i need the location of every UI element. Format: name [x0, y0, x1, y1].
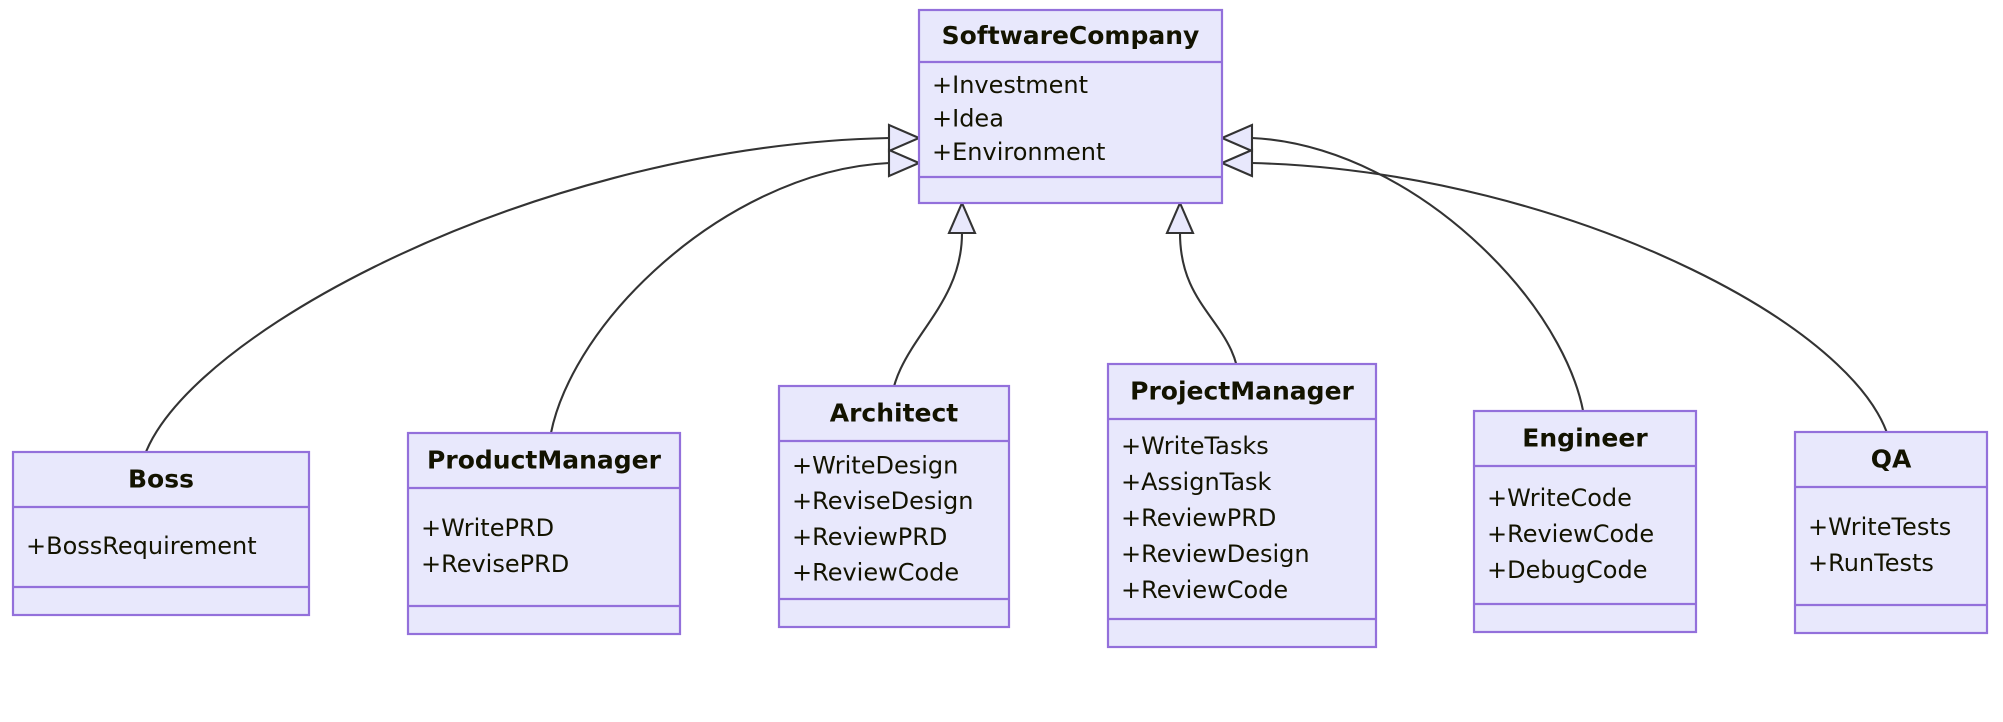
class-box-frame: [1472, 409, 1698, 634]
inheritance-arrowhead-icon: [887, 123, 922, 153]
class-box-product-manager[interactable]: ProductManager +WritePRD +RevisePRD: [406, 431, 682, 636]
class-attribute: +ReviewDesign: [1121, 540, 1310, 568]
class-attribute: +BossRequirement: [26, 532, 257, 560]
class-attribute: +Environment: [932, 138, 1105, 166]
class-attribute: +Idea: [932, 105, 1004, 133]
class-attribute: +Investment: [932, 71, 1088, 99]
class-box-frame: [1106, 362, 1378, 649]
class-box-frame: [406, 431, 682, 636]
class-box-boss[interactable]: Boss +BossRequirement: [11, 450, 311, 617]
inheritance-arrowhead-icon: [1165, 200, 1195, 235]
inheritance-edge-boss-to-software-company: [138, 123, 922, 481]
class-attribute: +WriteCode: [1487, 484, 1632, 512]
class-attribute: +ReviewPRD: [1121, 504, 1276, 532]
inheritance-arrowhead-icon: [887, 148, 922, 178]
class-box-software-company[interactable]: SoftwareCompany +Investment +Idea +Environm…: [917, 8, 1224, 205]
class-attribute: +DebugCode: [1487, 556, 1647, 584]
edge-line: [546, 161, 890, 463]
inheritance-arrowhead-icon: [947, 200, 977, 235]
classes-layer: SoftwareCompany +Investment +Idea +Environm…: [11, 8, 1989, 649]
class-box-frame: [917, 8, 1224, 205]
class-name-software-company: SoftwareCompany: [942, 21, 1200, 50]
class-name-project-manager: ProjectManager: [1130, 377, 1354, 406]
class-attribute: +AssignTask: [1121, 468, 1272, 496]
class-attribute: +RunTests: [1808, 549, 1934, 577]
class-box-architect[interactable]: Architect +WriteDesign +ReviseDesign +Revie…: [777, 384, 1011, 629]
class-attribute: +ReviewCode: [792, 558, 959, 586]
inheritance-edge-architect-to-software-company: [888, 200, 977, 415]
edge-line: [1251, 161, 1894, 461]
class-box-frame: [777, 384, 1011, 629]
class-name-qa: QA: [1871, 445, 1912, 474]
class-box-qa[interactable]: QA +WriteTests +RunTests: [1793, 430, 1989, 635]
class-box-frame: [1793, 430, 1989, 635]
edges-layer: [138, 123, 1894, 481]
class-name-engineer: Engineer: [1522, 424, 1648, 453]
class-attribute: +WritePRD: [421, 514, 554, 542]
inheritance-edge-qa-to-software-company: [1219, 148, 1894, 461]
class-attribute: +ReviewPRD: [792, 523, 947, 551]
class-attribute: +RevisePRD: [421, 550, 569, 578]
class-attribute: +WriteDesign: [792, 452, 958, 480]
class-box-engineer[interactable]: Engineer +WriteCode +ReviewCode +DebugCode: [1472, 409, 1698, 634]
class-name-architect: Architect: [830, 399, 959, 428]
class-box-project-manager[interactable]: ProjectManager +WriteTasks +AssignTask +Rev…: [1106, 362, 1378, 649]
class-attribute: +WriteTests: [1808, 513, 1951, 541]
inheritance-edge-product-manager-to-software-company: [546, 148, 922, 463]
inheritance-edge-engineer-to-software-company: [1219, 123, 1588, 441]
edge-line: [1251, 136, 1588, 441]
edge-line: [138, 136, 890, 481]
class-name-product-manager: ProductManager: [427, 446, 662, 475]
class-attribute: +ReviseDesign: [792, 487, 973, 515]
inheritance-arrowhead-icon: [1219, 123, 1254, 153]
class-attribute: +ReviewCode: [1121, 576, 1288, 604]
class-name-boss: Boss: [128, 465, 194, 494]
class-attribute: +WriteTasks: [1121, 432, 1269, 460]
inheritance-arrowhead-icon: [1219, 148, 1254, 178]
class-attribute: +ReviewCode: [1487, 520, 1654, 548]
